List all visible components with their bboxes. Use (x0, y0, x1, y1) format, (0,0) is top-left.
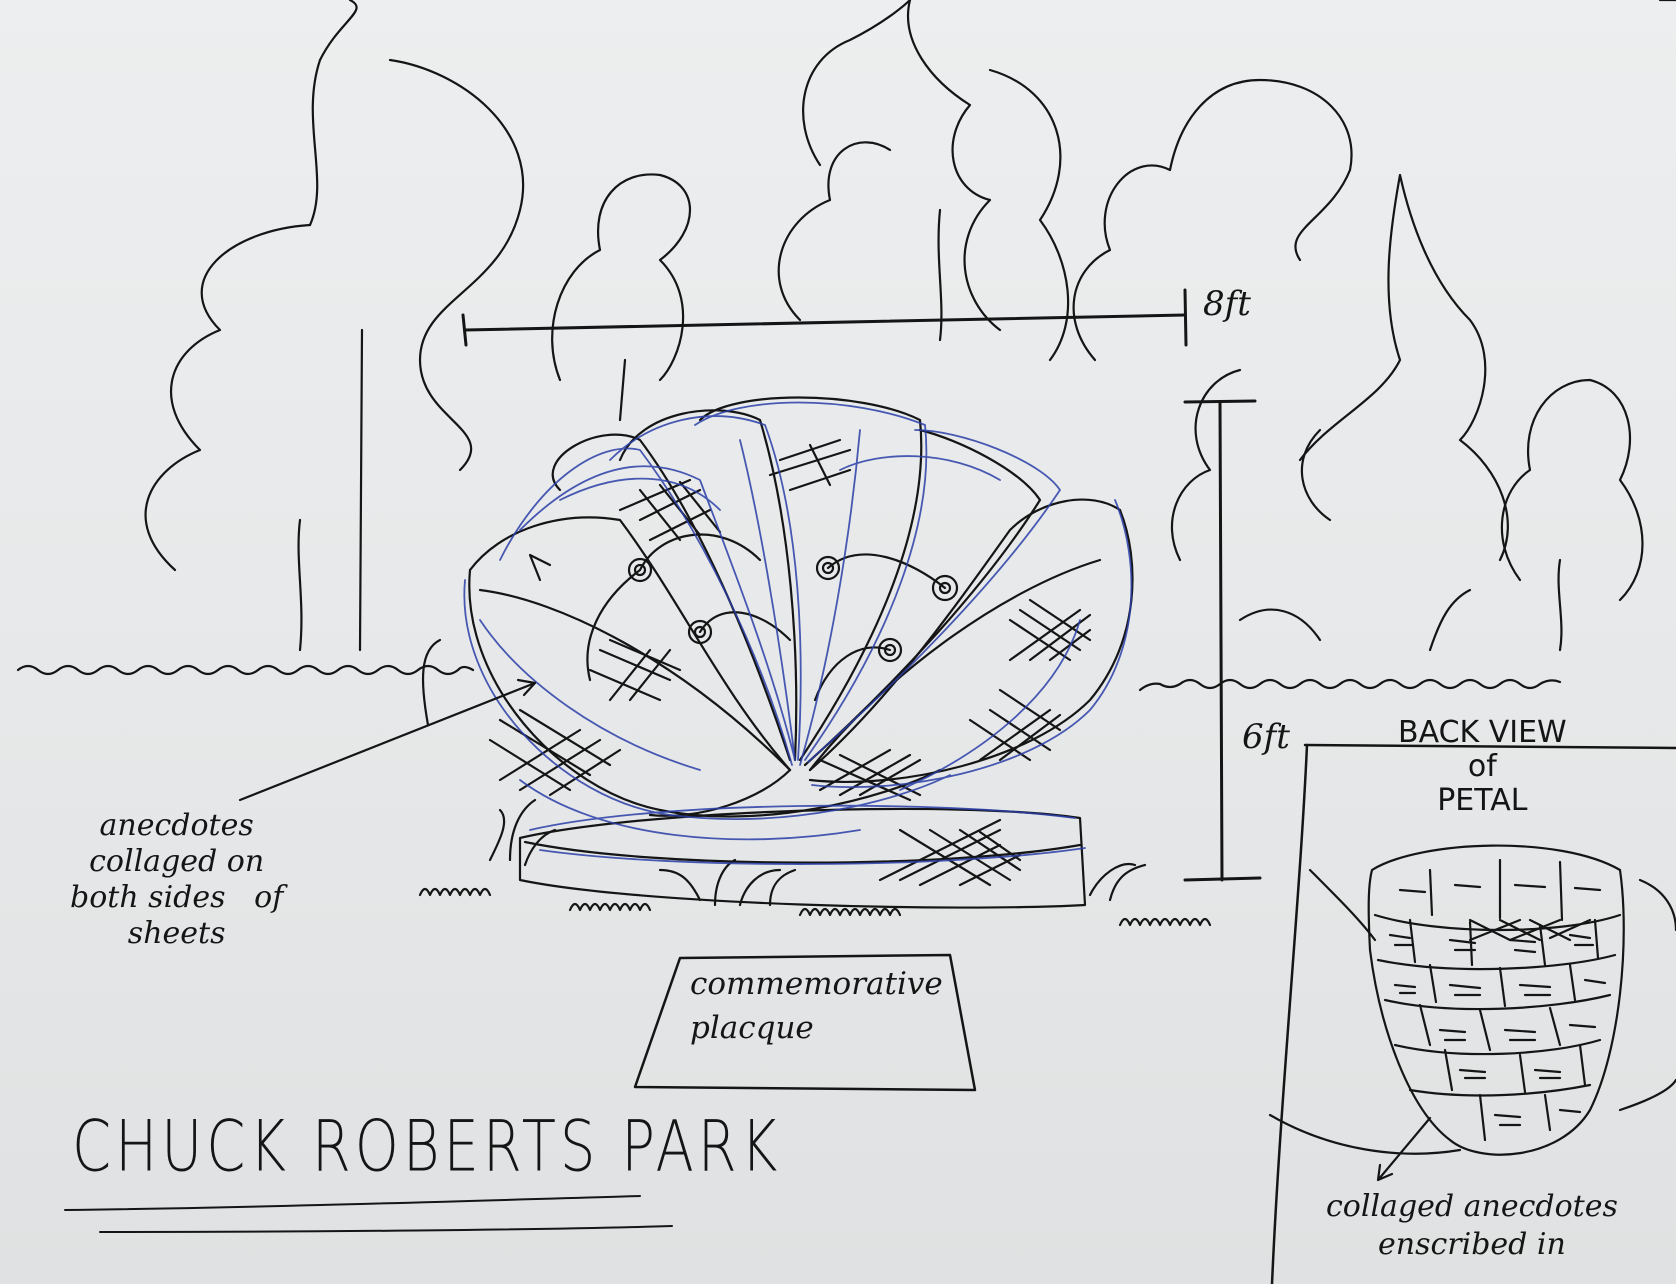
grass-tufts (418, 798, 1212, 927)
title-underline (64, 1195, 673, 1233)
ground-line-left (16, 664, 475, 676)
lotus-sculpture (468, 396, 1134, 818)
width-dimension-line (461, 288, 1188, 347)
back-view-inset (1270, 743, 1676, 1284)
anecdote-note: anecdotes collaged on both sides of shee… (70, 808, 284, 951)
ground-line-right (1138, 678, 1562, 692)
back-petal-drawing (1268, 844, 1676, 1182)
back-view-label: BACK VIEW of PETAL (1398, 715, 1567, 818)
width-dimension-label: 8ft (1203, 284, 1251, 324)
anecdote-arrow (238, 638, 537, 802)
sculpture-base (518, 807, 1087, 909)
park-title: CHUCK ROBERTS PARK (72, 1106, 782, 1188)
plaque-outline (633, 953, 977, 1092)
lotus-blue-strokes (463, 401, 1133, 865)
background-trees (144, 0, 1676, 652)
height-dimension-line (1183, 399, 1262, 882)
height-dimension-label: 6ft (1242, 717, 1290, 757)
plaque-label: commemorative placque (690, 966, 943, 1046)
inset-caption: collaged anecdotes enscribed in (1326, 1189, 1618, 1262)
